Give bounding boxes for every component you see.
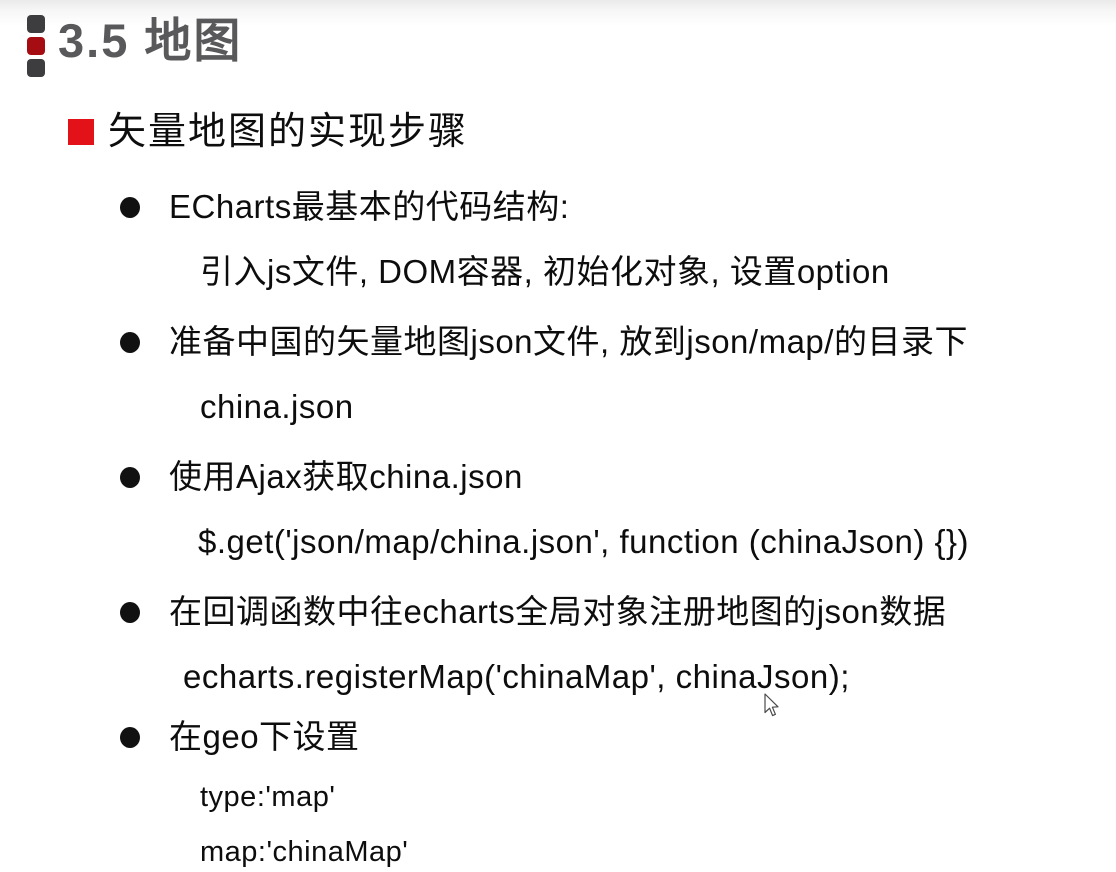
bullet-item: ECharts最基本的代码结构:: [120, 186, 569, 228]
section-heading: 矢量地图的实现步骤: [68, 110, 468, 154]
bullet-item: 使用Ajax获取china.json: [120, 456, 523, 498]
bullet-label: 在回调函数中往echarts全局对象注册地图的json数据: [169, 593, 947, 630]
slide-title-marker-icon: [27, 15, 45, 77]
section-heading-label: 矢量地图的实现步骤: [108, 111, 469, 153]
circle-bullet-icon: [120, 466, 140, 488]
marker-square-dark-icon: [27, 59, 45, 77]
bullet-sub-line: echarts.registerMap('chinaMap', chinaJso…: [183, 658, 850, 695]
bullet-sub-line: china.json: [200, 388, 354, 425]
bullet-sub-line: $.get('json/map/china.json', function (c…: [198, 523, 970, 560]
bullet-label: 在geo下设置: [169, 718, 360, 755]
circle-bullet-icon: [120, 196, 140, 218]
circle-bullet-icon: [120, 331, 140, 353]
circle-bullet-icon: [120, 726, 140, 748]
bullet-sub-line: 引入js文件, DOM容器, 初始化对象, 设置option: [200, 253, 890, 290]
circle-bullet-icon: [120, 601, 140, 623]
bullet-item: 在回调函数中往echarts全局对象注册地图的json数据: [120, 591, 946, 633]
bullet-item: 准备中国的矢量地图json文件, 放到json/map/的目录下: [120, 321, 968, 363]
bullet-sub-line: type:'map': [200, 781, 336, 813]
red-square-bullet-icon: [68, 119, 94, 145]
page-title: 3.5 地图: [58, 14, 243, 67]
marker-square-red-icon: [27, 37, 45, 55]
bullet-label: ECharts最基本的代码结构:: [169, 188, 570, 225]
bullet-label: 使用Ajax获取china.json: [169, 458, 523, 495]
bullet-item: 在geo下设置: [120, 716, 360, 758]
bullet-label: 准备中国的矢量地图json文件, 放到json/map/的目录下: [169, 323, 968, 360]
bullet-sub-line: map:'chinaMap': [200, 836, 409, 868]
marker-square-dark-icon: [27, 15, 45, 33]
